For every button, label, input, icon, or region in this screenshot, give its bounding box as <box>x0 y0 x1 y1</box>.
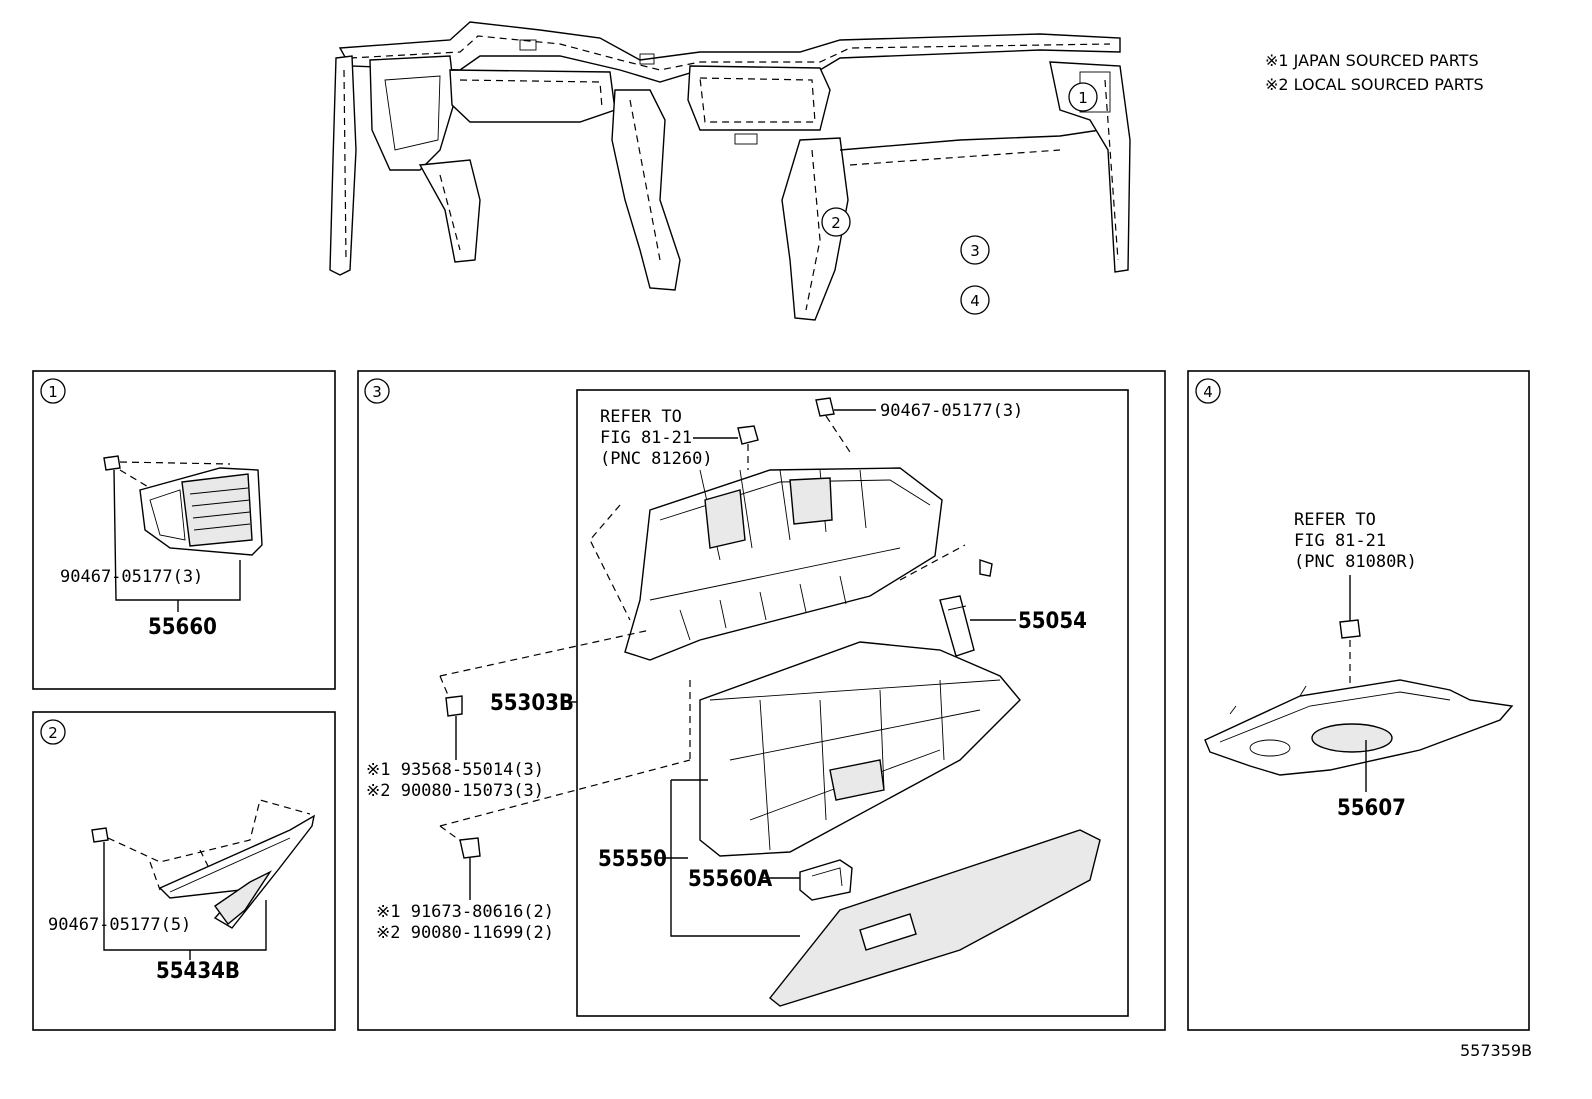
part-number-55434B: 55434B <box>156 959 240 984</box>
part-number-55054: 55054 <box>1018 609 1087 634</box>
screw-local-label: ※2 90080-11699(2) <box>376 923 554 943</box>
clip-icon <box>979 559 993 577</box>
panel-3-inner-frame <box>576 389 1129 1017</box>
side-air-register-icon <box>139 467 263 556</box>
refer-fig-label: FIG 81-21 <box>1294 531 1386 551</box>
part-number-55660: 55660 <box>148 615 217 640</box>
panel-3-badge-text: 3 <box>372 383 382 401</box>
part-number-55303B: 55303B <box>490 691 574 716</box>
clip-icon <box>91 827 109 843</box>
refer-fig-label: FIG 81-21 <box>600 428 692 448</box>
clip-part-number-label: 90467-05177(3) <box>880 401 1023 421</box>
overview-callout-2: 2 <box>821 207 851 237</box>
panel-4-frame <box>1187 370 1530 1031</box>
refer-to-label: REFER TO <box>600 407 682 427</box>
svg-text:2: 2 <box>831 214 841 232</box>
refer-to-label: REFER TO <box>1294 510 1376 530</box>
panel-3-frame <box>357 370 1166 1031</box>
damper-icon <box>939 595 975 657</box>
svg-text:1: 1 <box>1078 89 1088 107</box>
screw-icon <box>445 695 463 717</box>
panel-2-badge-text: 2 <box>48 724 58 742</box>
figure-id: 557359B <box>1460 1041 1532 1060</box>
panel-4-badge <box>1195 378 1221 404</box>
clip-part-number-label: 90467-05177(5) <box>48 915 191 935</box>
note-local-sourced: ※2 LOCAL SOURCED PARTS <box>1265 75 1484 94</box>
part-number-55607: 55607 <box>1337 796 1406 821</box>
panel-3-badge <box>364 378 390 404</box>
refer-pnc-label: (PNC 81080R) <box>1294 552 1417 572</box>
clip-icon <box>103 455 121 471</box>
overview-callout-3: 3 <box>960 235 990 265</box>
glove-compartment-door-icon <box>699 641 1021 857</box>
screw-local-label: ※2 90080-15073(3) <box>366 781 544 801</box>
instrument-panel-garnish-icon <box>158 814 315 929</box>
overview-callout-4: 4 <box>960 285 990 315</box>
screw-japan-label: ※1 93568-55014(3) <box>366 760 544 780</box>
panel-4: 4 REFER TO FIG 81-21 (PNC 81080R) 55607 <box>1187 370 1530 1031</box>
instrument-panel-lower-cover-icon <box>1204 679 1514 776</box>
part-number-55560A: 55560A <box>688 867 773 892</box>
panel-1-badge-text: 1 <box>48 383 58 401</box>
svg-text:3: 3 <box>970 242 980 260</box>
clip-icon <box>815 397 835 417</box>
refer-pnc-label: (PNC 81260) <box>600 449 713 469</box>
panel-1-badge <box>40 378 66 404</box>
svg-text:4: 4 <box>970 292 980 310</box>
lamp-socket-icon <box>1339 619 1361 639</box>
panel-2: 2 90467-05177(5) 55434B <box>32 711 336 1031</box>
glove-box-housing-icon <box>624 467 943 661</box>
screw-icon <box>459 837 481 859</box>
part-number-55550: 55550 <box>598 847 667 872</box>
screw-japan-label: ※1 91673-80616(2) <box>376 902 554 922</box>
panel-2-frame <box>32 711 336 1031</box>
glove-box-lock-icon <box>799 859 853 901</box>
panel-1-frame <box>32 370 336 690</box>
glove-box-door-panel-icon <box>769 829 1101 1007</box>
panel-4-badge-text: 4 <box>1203 383 1213 401</box>
panel-2-badge <box>40 719 66 745</box>
panel-1: 1 90467-05177(3) 55660 <box>32 370 336 690</box>
clip-part-number-label: 90467-05177(3) <box>60 567 203 587</box>
panel-2-leader <box>103 842 267 951</box>
overview-callout-1: 1 <box>1068 82 1098 112</box>
light-socket-icon <box>737 425 759 445</box>
note-japan-sourced: ※1 JAPAN SOURCED PARTS <box>1265 51 1479 70</box>
panel-3: 3 REFER TO FIG 81-21 (PNC 81260) 90467-0… <box>357 370 1166 1031</box>
instrument-panel-reinforcement: 1 2 3 4 <box>329 21 1131 321</box>
